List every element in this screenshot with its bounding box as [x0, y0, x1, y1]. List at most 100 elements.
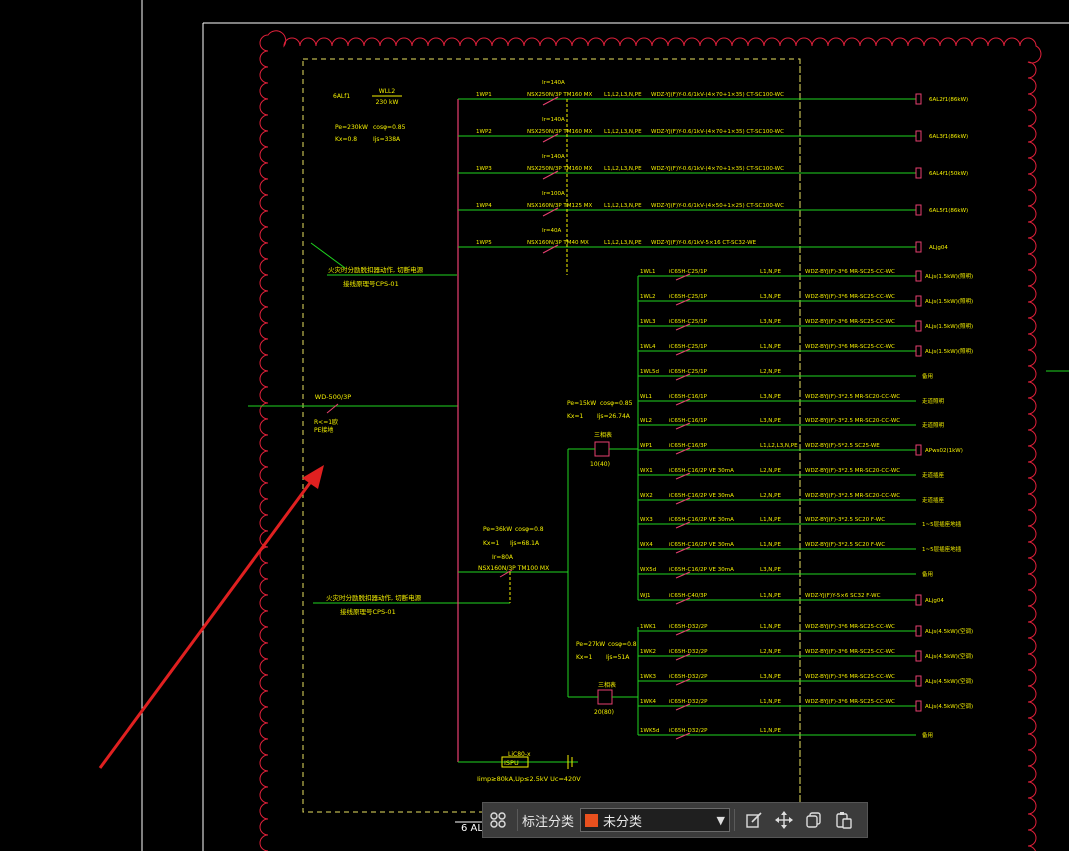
branch-breaker-symbol	[675, 521, 691, 529]
upper-feeder-breaker: NSX250N/3P TM160 MX	[527, 92, 592, 98]
sub1-meter-rate: 10(40)	[590, 461, 610, 468]
branch-breaker-symbol	[675, 398, 691, 406]
upper-feeder-phase: L1,L2,L3,N,PE	[604, 92, 642, 98]
branch-cable: WDZ-BYJ(F)-3*6 MR-SC25-CC-WC	[805, 319, 895, 325]
branch-breaker: iC65H-C16/2P VE 30mA	[669, 468, 734, 474]
sub2-pe: Pe=36kW	[483, 526, 512, 533]
copy-icon[interactable]	[799, 805, 829, 835]
branch-breaker: iC65H-D32/2P	[669, 674, 708, 680]
branch-cable: WDZ-BYJ(F)-3*6 MR-SC25-CC-WC	[805, 344, 895, 350]
upper-feeder-terminal	[915, 241, 922, 253]
upper-feeder-cable: WDZ-YJ(F)Y-0.6/1kV-(4×70+1×35) CT-SC100-…	[651, 129, 784, 135]
branch-phase: L1,N,PE	[760, 624, 781, 630]
move-icon[interactable]	[769, 805, 799, 835]
branch-breaker-symbol	[675, 273, 691, 281]
branch-cable: WDZ-BYJ(F)-3*6 MR-SC25-CC-WC	[805, 624, 895, 630]
upper-feeder-id: 1WP4	[476, 203, 492, 209]
upper-feeder-phase: L1,L2,L3,N,PE	[604, 240, 642, 246]
spd-spec: Iimp≥80kA,Up≤2.5kV Uc=420V	[477, 775, 581, 783]
branch-dest: ALjs(1.5kW)(照明)	[925, 323, 973, 330]
annotation-arrow-head[interactable]	[302, 465, 324, 489]
branch-dest: 备用	[922, 731, 933, 739]
ijs-main: Ijs=338A	[373, 136, 401, 143]
sub2-ijs: Ijs=68.1A	[510, 540, 540, 547]
sub2-breaker-symbol	[499, 569, 513, 578]
branch-breaker: iC65H-C16/2P VE 30mA	[669, 542, 734, 548]
branch-dest: ALjs(1.5kW)(照明)	[925, 273, 973, 280]
branch-breaker: iC65H-C25/1P	[669, 344, 708, 350]
revision-cloud-path	[259, 30, 1042, 851]
branch-phase: L1,N,PE	[760, 344, 781, 350]
branch-breaker-symbol	[675, 732, 691, 740]
branch-id: 1WL5d	[640, 369, 659, 375]
branch-phase: L1,N,PE	[760, 728, 781, 734]
branch-breaker-symbol	[675, 497, 691, 505]
category-label: 标注分类	[522, 814, 575, 830]
sub1-meter-box	[594, 441, 610, 457]
upper-feeder-setting: Ir=140A	[542, 154, 565, 160]
branch-terminal	[915, 675, 922, 687]
annotation-arrow-shaft[interactable]	[98, 471, 320, 769]
upper-feeder-breaker-symbol	[542, 96, 559, 106]
fire-note-2: 火灾时分励脱扣器动作, 切断电源	[326, 593, 422, 602]
branch-cable: WDZ-BYJ(F)-3*6 MR-SC25-CC-WC	[805, 649, 895, 655]
branch-breaker-symbol	[675, 298, 691, 306]
pe-main: Pe=230kW	[335, 124, 368, 131]
sub3-cos: cosφ=0.8	[608, 641, 637, 648]
upper-feeder-setting: Ir=140A	[542, 80, 565, 86]
branch-phase: L3,N,PE	[760, 567, 781, 573]
branch-phase: L2,N,PE	[760, 649, 781, 655]
cos-main: cosφ=0.85	[373, 124, 406, 131]
branch-dest: 走道照明	[922, 421, 945, 429]
sub2-kx: Kx=1	[483, 540, 500, 547]
sub1-pe: Pe=15kW	[567, 400, 596, 407]
branch-terminal	[915, 625, 922, 637]
upper-feeder-cable: WDZ-YJ(F)Y-0.6/1kV-5×16 CT-SC32-WE	[651, 240, 757, 246]
branch-dest: 1~5层插座地插	[922, 545, 962, 553]
paste-icon[interactable]	[829, 805, 859, 835]
toolbar-separator	[517, 809, 518, 831]
branch-breaker-symbol	[675, 422, 691, 430]
branch-breaker-symbol	[675, 373, 691, 381]
sub2-setting: Ir=80A	[492, 554, 514, 561]
branch-dest: 备用	[922, 570, 933, 578]
branch-breaker-symbol	[675, 703, 691, 711]
panel-id: 6ALf1	[333, 93, 350, 100]
grid-icon[interactable]	[483, 805, 513, 835]
branch-id: WX1	[640, 468, 653, 474]
branch-phase: L1,N,PE	[760, 269, 781, 275]
fire-note-1-leader	[310, 242, 346, 269]
toolbar-separator	[734, 809, 736, 831]
branch-dest: 1~5层插座地插	[922, 520, 962, 528]
branch-dest: 走道照明	[922, 397, 945, 405]
upper-feeder-setting: Ir=140A	[542, 117, 565, 123]
branch-id: 1WK1	[640, 624, 656, 630]
fire-note-1: 火灾时分励脱扣器动作, 切断电源	[328, 265, 424, 274]
branch-phase: L1,N,PE	[760, 593, 781, 599]
branch-phase: L3,N,PE	[760, 319, 781, 325]
earth-note-2: PE接地	[314, 426, 333, 434]
edit-icon[interactable]	[739, 805, 769, 835]
upper-feeder-id: 1WP3	[476, 166, 492, 172]
branch-breaker: iC65H-C16/2P VE 30mA	[669, 517, 734, 523]
branch-breaker: iC65H-C16/2P VE 30mA	[669, 567, 734, 573]
sub3-meter: 三相表	[598, 681, 616, 689]
branch-cable: WDZ-BYJ(F)-3*2.5 MR-SC20-CC-WC	[805, 468, 900, 474]
branch-cable: WDZ-YJ(F)Y-5×6 SC32 F-WC	[805, 593, 881, 599]
branch-breaker-symbol	[675, 571, 691, 579]
upper-feeder-breaker-symbol	[542, 133, 559, 143]
category-dropdown[interactable]: 未分类 ▼	[580, 808, 731, 832]
branch-id: 1WK2	[640, 649, 656, 655]
branch-dest: ALjs(1.5kW)(照明)	[925, 348, 973, 355]
sub3-meter-box	[597, 689, 613, 705]
branch-dest: ALjs(1.5kW)(照明)	[925, 298, 973, 305]
branch-dest: APws02(1kW)	[925, 448, 963, 454]
branch-breaker: iC65H-D32/2P	[669, 624, 708, 630]
sub2-cos: cosφ=0.8	[515, 526, 544, 533]
branch-phase: L1,N,PE	[760, 517, 781, 523]
category-value: 未分类	[603, 814, 643, 830]
upper-feeder-terminal	[915, 130, 922, 142]
branch-breaker: iC65H-C25/1P	[669, 369, 708, 375]
